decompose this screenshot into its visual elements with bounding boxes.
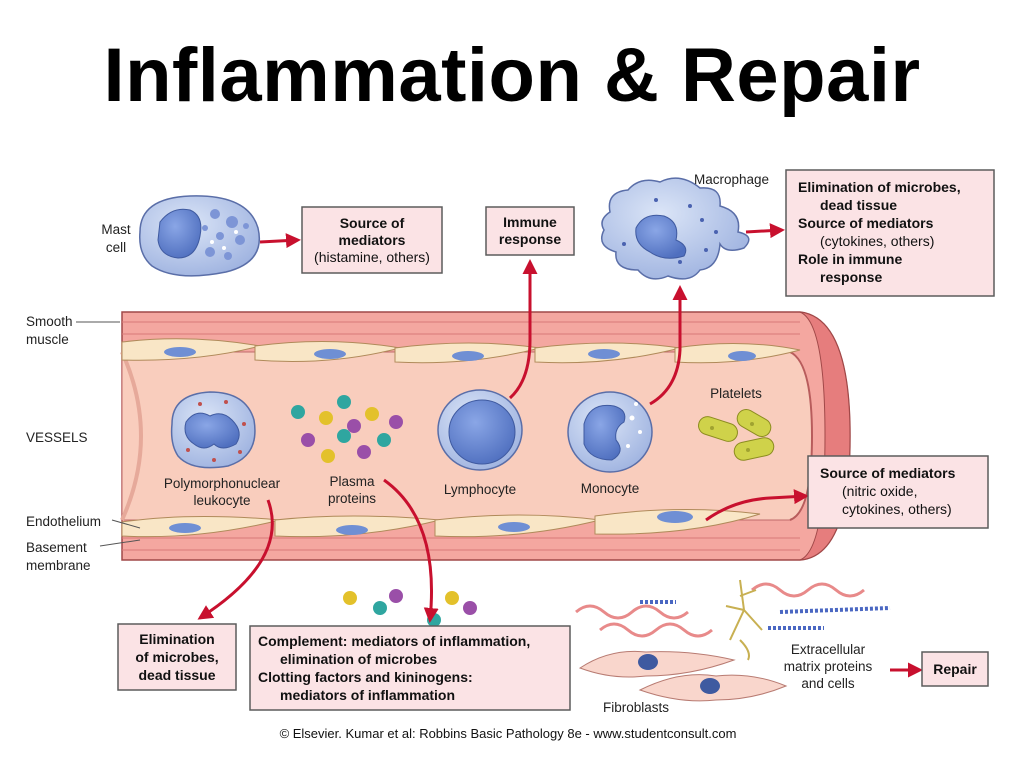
leader-lines bbox=[76, 321, 141, 547]
label-smooth-muscle-2: muscle bbox=[26, 332, 69, 347]
label-vessels: VESSELS bbox=[26, 430, 88, 445]
endothelium-top bbox=[121, 338, 801, 364]
svg-text:Repair: Repair bbox=[933, 661, 977, 677]
page-title: Inflammation & Repair bbox=[103, 33, 921, 118]
label-lymphocyte: Lymphocyte bbox=[444, 482, 516, 497]
svg-text:Elimination of microbes,: Elimination of microbes, bbox=[798, 179, 961, 195]
svg-text:dead tissue: dead tissue bbox=[820, 197, 897, 213]
credit-line: © Elsevier. Kumar et al: Robbins Basic P… bbox=[280, 726, 737, 741]
label-ecm-3: and cells bbox=[801, 676, 855, 691]
extracellular-matrix bbox=[575, 579, 891, 661]
extravasated-proteins bbox=[343, 589, 477, 627]
endothelium-bottom bbox=[121, 508, 761, 538]
arrow-pmn-to-elimination bbox=[197, 499, 274, 620]
box-complement: Complement: mediators of inflammation, e… bbox=[249, 625, 571, 711]
arrow-monocyte-to-macrophage bbox=[649, 285, 688, 406]
label-monocyte: Monocyte bbox=[581, 481, 640, 496]
svg-text:mediators of inflammation: mediators of inflammation bbox=[280, 687, 455, 703]
box-repair: Repair bbox=[921, 651, 989, 687]
label-mast-cell-1: Mast bbox=[101, 222, 131, 237]
arrow-proteins-to-complement bbox=[383, 478, 439, 623]
label-basement-1: Basement bbox=[26, 540, 87, 555]
svg-text:(nitric oxide,: (nitric oxide, bbox=[842, 483, 917, 499]
svg-text:Complement: mediators of infla: Complement: mediators of inflammation, bbox=[258, 633, 530, 649]
svg-text:Role in immune: Role in immune bbox=[798, 251, 902, 267]
label-endothelium: Endothelium bbox=[26, 514, 101, 529]
label-fibroblasts: Fibroblasts bbox=[603, 700, 669, 715]
svg-text:Source of mediators: Source of mediators bbox=[820, 465, 956, 481]
label-platelets: Platelets bbox=[710, 386, 762, 401]
svg-text:Source of mediators: Source of mediators bbox=[798, 215, 934, 231]
svg-text:response: response bbox=[499, 231, 561, 247]
box-mast-mediators: Source of mediators (histamine, others) bbox=[301, 206, 443, 274]
svg-text:Immune: Immune bbox=[503, 214, 557, 230]
svg-text:of microbes,: of microbes, bbox=[135, 649, 218, 665]
svg-text:Elimination: Elimination bbox=[139, 631, 214, 647]
svg-text:Source of: Source of bbox=[340, 215, 405, 231]
arrow-macrophage-to-roles bbox=[745, 223, 785, 239]
label-plasma-2: proteins bbox=[328, 491, 376, 506]
polymorphonuclear-leukocyte bbox=[170, 391, 256, 469]
svg-text:cytokines, others): cytokines, others) bbox=[842, 501, 952, 517]
box-endothelium-mediators: Source of mediators (nitric oxide, cytok… bbox=[807, 455, 989, 529]
svg-text:Clotting factors and kininogen: Clotting factors and kininogens: bbox=[258, 669, 473, 685]
svg-text:response: response bbox=[820, 269, 882, 285]
arrow-lymphocyte-to-immune bbox=[508, 259, 538, 400]
platelets bbox=[698, 409, 775, 461]
box-pmn-elimination: Elimination of microbes, dead tissue bbox=[117, 623, 237, 691]
arrows bbox=[197, 223, 923, 678]
arrow-mast-to-mediators bbox=[259, 233, 301, 249]
arrow-endothelium-to-mediators bbox=[705, 489, 809, 522]
box-macrophage-roles: Elimination of microbes, dead tissue Sou… bbox=[785, 169, 995, 297]
label-basement-2: membrane bbox=[26, 558, 91, 573]
lymphocyte bbox=[437, 389, 523, 471]
svg-text:(histamine, others): (histamine, others) bbox=[314, 249, 430, 265]
label-smooth-muscle-1: Smooth bbox=[26, 314, 73, 329]
svg-text:(cytokines, others): (cytokines, others) bbox=[820, 233, 934, 249]
plasma-proteins bbox=[291, 395, 403, 463]
label-macrophage: Macrophage bbox=[694, 172, 769, 187]
label-ecm-2: matrix proteins bbox=[784, 659, 873, 674]
label-pmn-1: Polymorphonuclear bbox=[164, 476, 281, 491]
fibroblasts bbox=[578, 650, 788, 702]
box-immune-response: Immune response bbox=[485, 206, 575, 256]
monocyte bbox=[567, 391, 653, 473]
svg-text:dead tissue: dead tissue bbox=[138, 667, 215, 683]
mast-cell bbox=[139, 195, 260, 277]
macrophage bbox=[601, 177, 750, 280]
label-mast-cell-2: cell bbox=[106, 240, 126, 255]
label-pmn-2: leukocyte bbox=[193, 493, 250, 508]
svg-text:elimination of microbes: elimination of microbes bbox=[280, 651, 437, 667]
svg-text:mediators: mediators bbox=[339, 232, 406, 248]
label-plasma-1: Plasma bbox=[329, 474, 375, 489]
label-ecm-1: Extracellular bbox=[791, 642, 866, 657]
